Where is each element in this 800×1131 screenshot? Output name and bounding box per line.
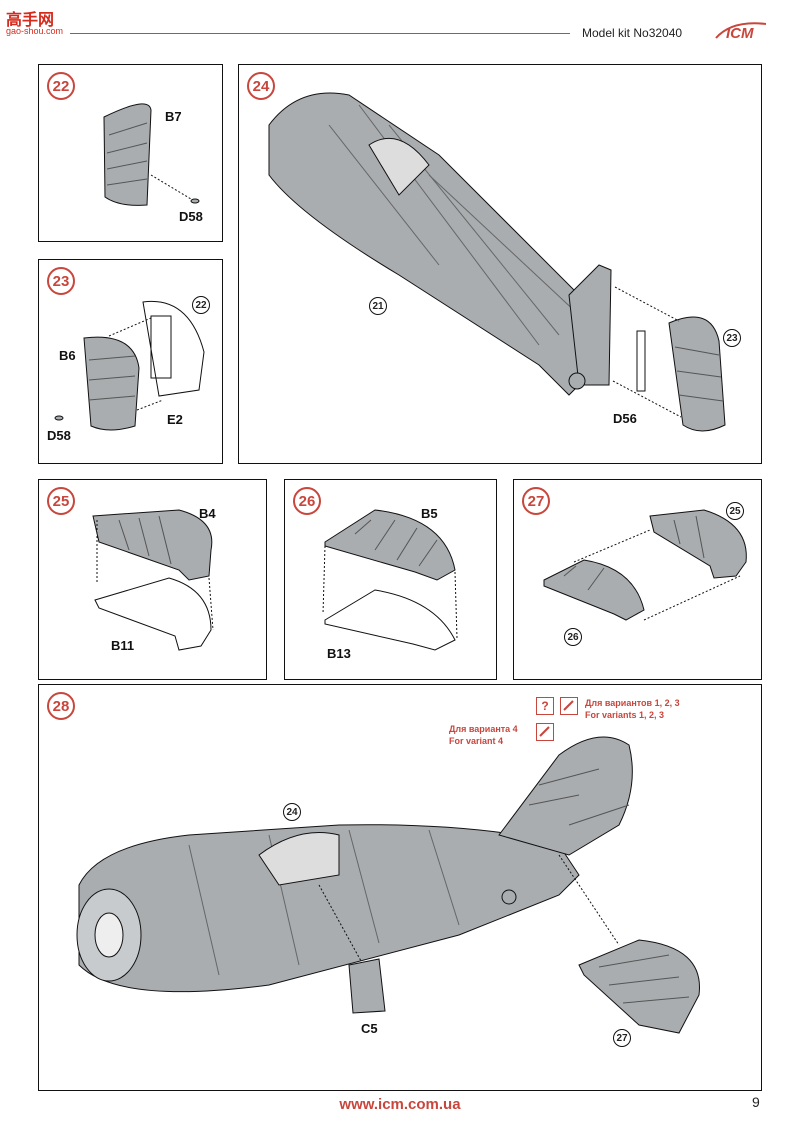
- variant-icon-123: [560, 697, 578, 715]
- note-variant-4: Для варианта 4 For variant 4: [449, 724, 518, 746]
- step-26-panel: 26 B5 B13: [284, 479, 497, 680]
- step-24-number: 24: [247, 72, 275, 100]
- stabilizer-assembly-drawing: [543, 509, 747, 621]
- ref-step-22: 22: [192, 296, 210, 314]
- rudder-assembly-drawing: [54, 300, 205, 431]
- part-label-d58: D58: [179, 209, 203, 224]
- part-label-b4: B4: [199, 506, 216, 521]
- part-label-e2: E2: [167, 412, 183, 427]
- ref-step-24: 24: [283, 803, 301, 821]
- part-label-b5: B5: [421, 506, 438, 521]
- question-icon: ?: [536, 697, 554, 715]
- ref-step-23: 23: [723, 329, 741, 347]
- watermark-subtitle: gao-shou.com: [6, 26, 64, 36]
- variant-icon-4: [536, 723, 554, 741]
- part-label-b11: B11: [111, 638, 135, 653]
- footer-url[interactable]: www.icm.com.ua: [339, 1096, 461, 1113]
- step-26-number: 26: [293, 487, 321, 515]
- svg-text:ICM: ICM: [726, 25, 754, 42]
- fuselage-final-drawing: [76, 736, 700, 1034]
- part-label-d56: D56: [613, 411, 637, 426]
- step-23-panel: 23 22 B6 D58 E2: [38, 259, 223, 464]
- ref-step-27: 27: [613, 1029, 631, 1047]
- model-kit-title: Model kit No32040: [582, 26, 683, 40]
- step-25-panel: 25 B4 B11: [38, 479, 267, 680]
- header-rule: [70, 33, 570, 34]
- step-27-number: 27: [522, 487, 550, 515]
- step-27-panel: 27 25 26: [513, 479, 762, 680]
- ref-step-21: 21: [369, 297, 387, 315]
- part-label-d58: D58: [47, 428, 71, 443]
- part-label-b13: B13: [327, 646, 351, 661]
- step-28-number: 28: [47, 692, 75, 720]
- icm-logo: ICM: [712, 16, 770, 46]
- rudder-drawing: [103, 103, 200, 206]
- ref-step-25: 25: [726, 502, 744, 520]
- note-variants-123: Для вариантов 1, 2, 3 For variants 1, 2,…: [585, 698, 680, 720]
- step-23-number: 23: [47, 267, 75, 295]
- stabilizer-drawing: [92, 509, 214, 651]
- part-label-b7: B7: [165, 109, 182, 124]
- part-label-c5: C5: [361, 1021, 378, 1036]
- fuselage-drawing: [268, 92, 726, 432]
- watermark-logo: 高手网: [6, 10, 55, 29]
- step-28-panel: 28 24 27 C5 ? Для вариантов 1, 2, 3 For …: [38, 684, 762, 1091]
- step-22-number: 22: [47, 72, 75, 100]
- stabilizer-drawing: [322, 509, 458, 651]
- step-24-panel: 24 21 23 D56: [238, 64, 762, 464]
- part-label-b6: B6: [59, 348, 76, 363]
- step-25-number: 25: [47, 487, 75, 515]
- ref-step-26: 26: [564, 628, 582, 646]
- page-number: 9: [752, 1094, 760, 1110]
- step-22-panel: 22 B7 D58: [38, 64, 223, 242]
